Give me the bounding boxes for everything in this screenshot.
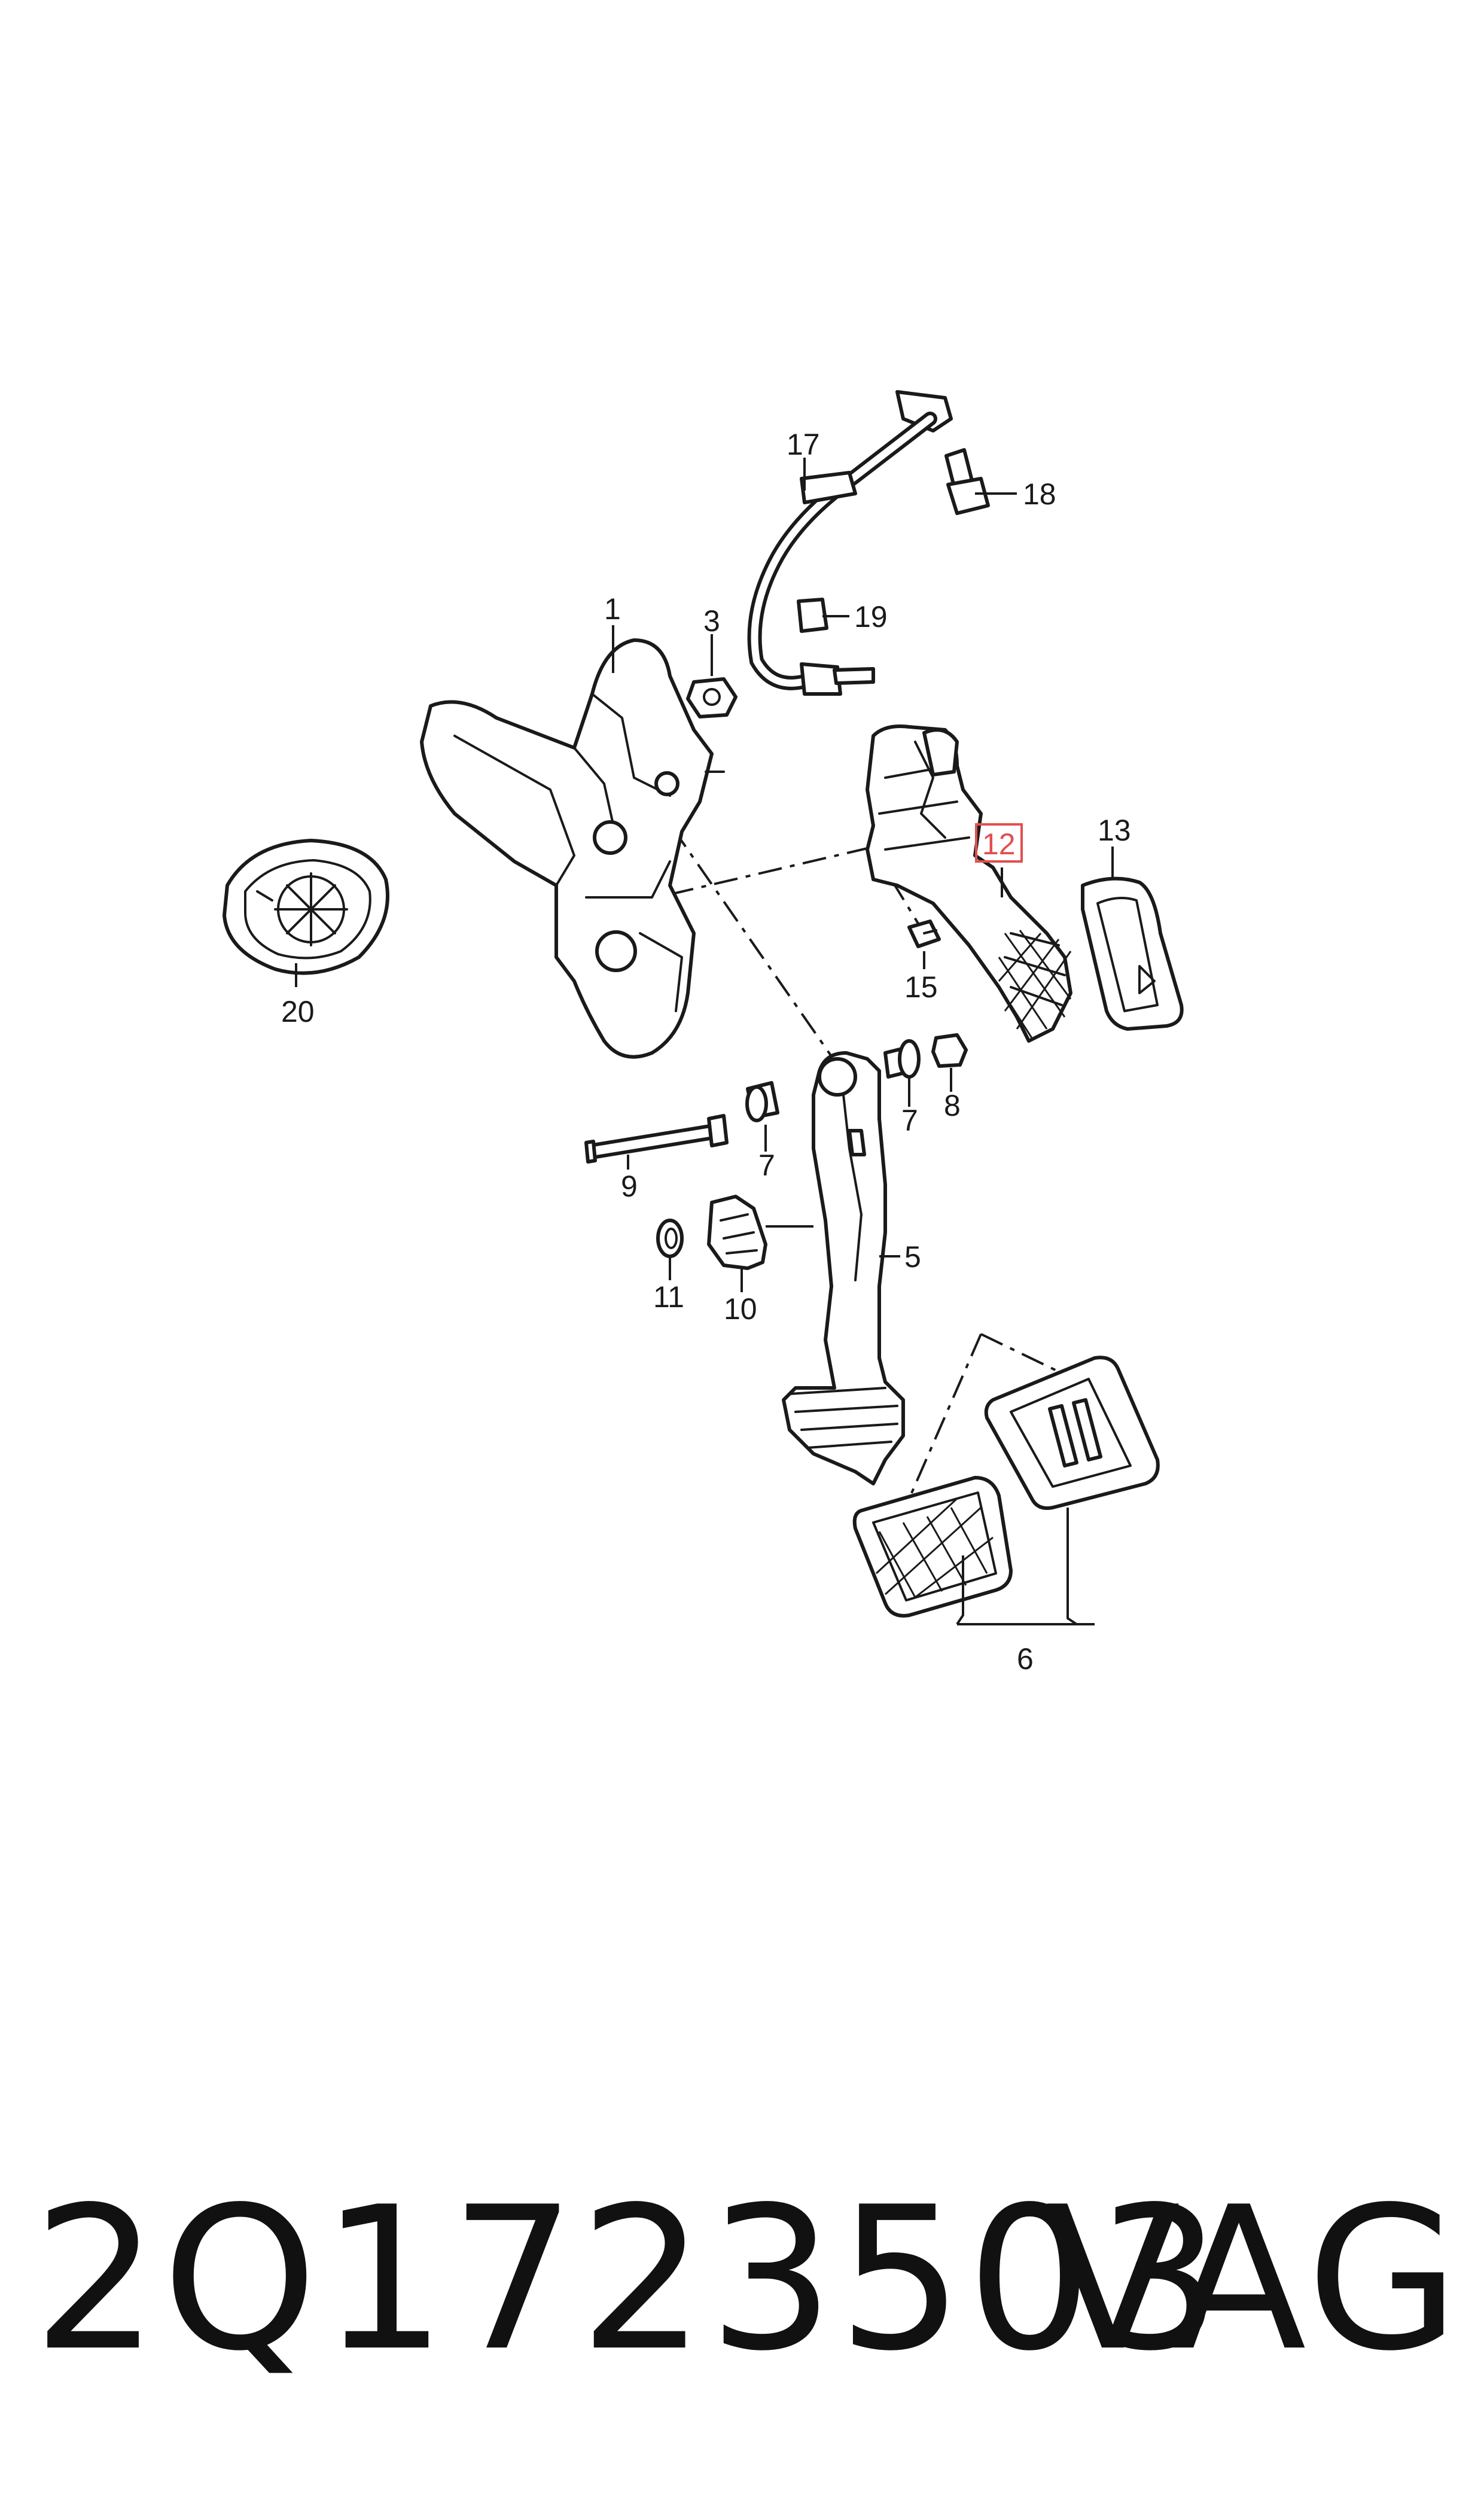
callout-12: 12 <box>982 827 1016 861</box>
callout-1: 1 <box>604 592 621 626</box>
brake-line-part-17 <box>747 390 953 696</box>
callout-10: 10 <box>724 1292 757 1326</box>
leader-lines <box>295 458 1114 1292</box>
callout-13: 13 <box>1098 814 1131 847</box>
callout-18: 18 <box>1023 477 1056 511</box>
callout-bracket-6 <box>956 1508 1095 1625</box>
nut-part-3 <box>686 677 738 718</box>
bolt-part-18 <box>944 448 990 515</box>
callout-7-right: 7 <box>901 1104 918 1137</box>
brand-name: VAG <box>1045 2164 1463 2394</box>
accelerator-pedal-part-12 <box>866 724 1072 1043</box>
clip-part-19 <box>797 598 828 633</box>
pivot-pin-part-9 <box>584 1114 729 1164</box>
bushing-part-7-left <box>745 1081 779 1122</box>
callout-9: 9 <box>621 1170 638 1203</box>
callout-5: 5 <box>904 1240 921 1274</box>
nut-part-8 <box>931 1033 968 1068</box>
part-number: 2Q1723503 <box>33 2164 1226 2394</box>
callout-6: 6 <box>1017 1642 1034 1676</box>
callout-3: 3 <box>703 604 720 638</box>
footer: 2Q1723503 VAG <box>0 2166 1484 2405</box>
callout-17: 17 <box>787 428 820 461</box>
screw-part-15 <box>907 919 941 948</box>
callout-15: 15 <box>904 970 938 1004</box>
grommet-part-20 <box>223 839 389 975</box>
clip-part-11 <box>656 1219 684 1258</box>
callout-12-highlight-box <box>975 823 1023 863</box>
bushing-part-7-right <box>883 1039 921 1079</box>
callout-labels: 1 3 17 18 19 12 13 15 20 7 7 8 9 5 11 10… <box>281 428 1131 1676</box>
pedal-lever-part-5 <box>782 1051 905 1485</box>
switch-bracket-part-10 <box>707 1195 767 1270</box>
pedal-pad-part-13 <box>1081 876 1184 1031</box>
callout-20: 20 <box>281 995 315 1028</box>
callout-8: 8 <box>944 1089 961 1122</box>
callout-11: 11 <box>653 1280 684 1314</box>
pedal-pads-part-6 <box>852 1356 1160 1618</box>
pedal-assembly-diagram: 1 3 17 18 19 12 13 15 20 7 7 8 9 5 11 10… <box>223 390 1184 1676</box>
pedal-bracket-part-1 <box>420 638 725 1059</box>
callout-19: 19 <box>854 600 888 634</box>
callout-7-left: 7 <box>758 1149 775 1182</box>
